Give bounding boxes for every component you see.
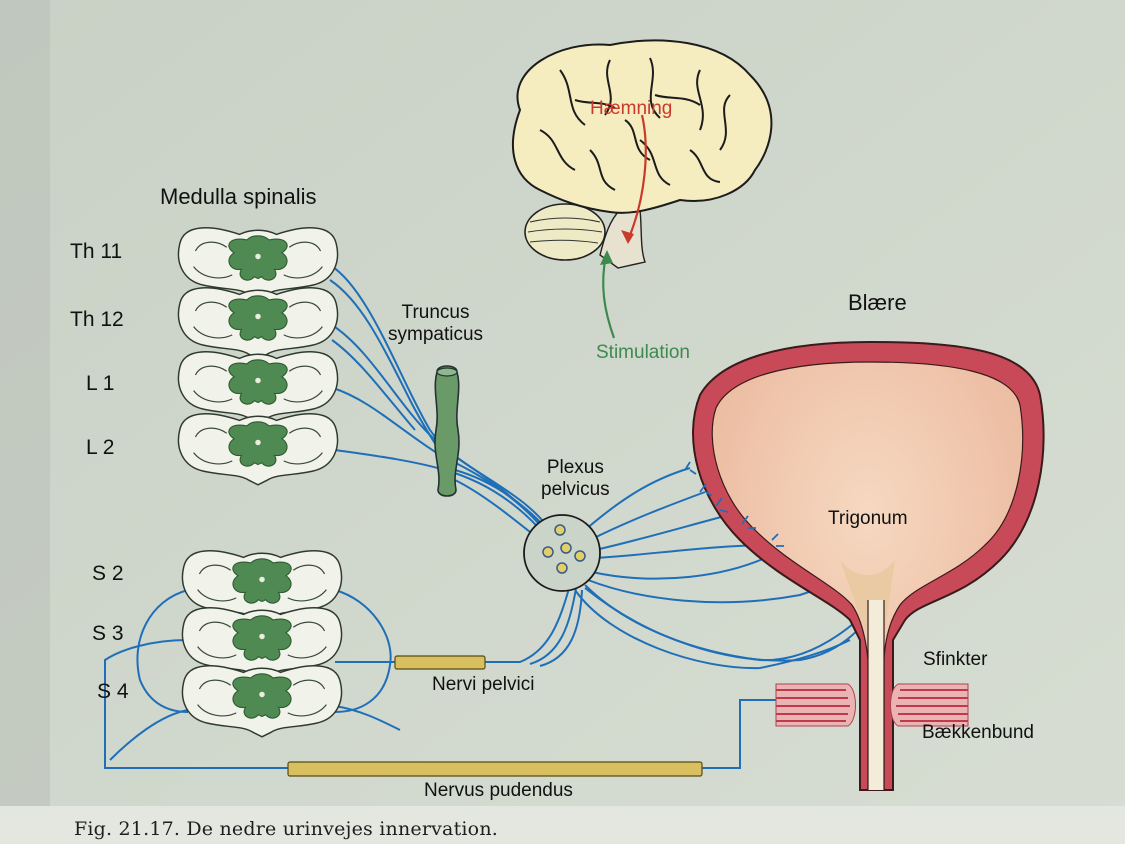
segment-th12: Th 12: [70, 308, 124, 331]
segment-th11: Th 11: [70, 240, 123, 263]
pelvic-floor-muscle: [775, 683, 969, 727]
plexus-label: Plexus pelvicus: [541, 457, 610, 500]
segment-s3: S 3: [92, 622, 124, 645]
segment-s4: S 4: [97, 680, 129, 703]
nervi-pelvici-label: Nervi pelvici: [432, 674, 535, 695]
bladder-icon: [692, 340, 1045, 791]
truncus-label: Truncus sympaticus: [388, 302, 484, 345]
stimulation-label: Stimulation: [596, 342, 690, 363]
figure-caption: Fig. 21.17. De nedre urinvejes innervati…: [74, 818, 499, 840]
segment-s2: S 2: [92, 562, 124, 585]
sfinkter-label: Sfinkter: [923, 649, 988, 670]
segment-l2: L 2: [86, 436, 115, 459]
baekkenbund-label: Bækkenbund: [922, 722, 1034, 743]
nervus-pudendus-label: Nervus pudendus: [424, 780, 573, 801]
segment-l1: L 1: [86, 372, 115, 395]
hamning-label: Hæmning: [590, 98, 673, 119]
trigonum-label: Trigonum: [828, 508, 908, 529]
medulla-heading: Medulla spinalis: [160, 184, 317, 209]
blaere-label: Blære: [848, 290, 907, 315]
brain-icon: [512, 39, 773, 269]
truncus-sympaticus-shape: [434, 365, 460, 497]
ganglion-icon: [523, 514, 601, 592]
